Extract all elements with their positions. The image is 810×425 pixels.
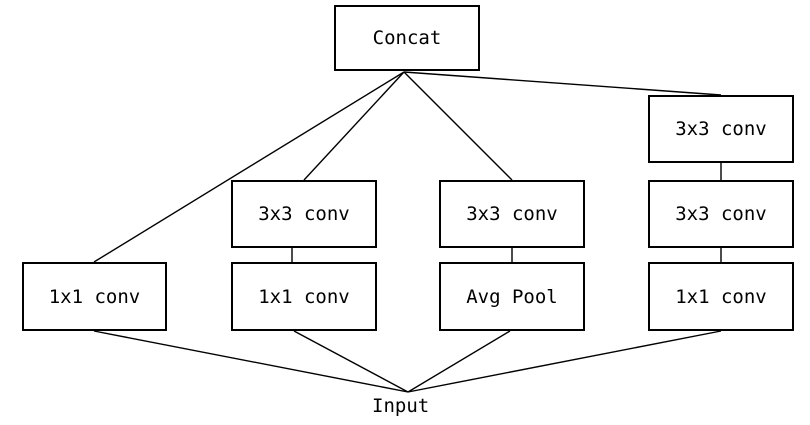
branch2-conv3x3-node: 3x3 conv bbox=[231, 180, 377, 248]
branch4-conv1x1-node: 1x1 conv bbox=[648, 262, 794, 331]
branch4-conv3x3-upper-node: 3x3 conv bbox=[648, 95, 794, 163]
branch2-conv1x1-node: 1x1 conv bbox=[231, 262, 377, 331]
branch3-conv3x3-node: 3x3 conv bbox=[439, 180, 585, 248]
branch3-avgpool-node: Avg Pool bbox=[439, 262, 585, 331]
edge-concat-branch2 bbox=[303, 71, 405, 181]
edge-input-branch2 bbox=[293, 330, 409, 393]
input-label: Input bbox=[372, 395, 430, 417]
branch4-conv3x3-lower-node: 3x3 conv bbox=[648, 180, 794, 248]
branch1-conv1x1-node: 1x1 conv bbox=[22, 262, 167, 331]
edge-input-branch1 bbox=[93, 330, 409, 393]
edge-concat-branch3 bbox=[403, 71, 513, 181]
edge-concat-branch1 bbox=[93, 71, 405, 263]
edge-input-branch3 bbox=[407, 330, 511, 393]
concat-node: Concat bbox=[334, 5, 480, 71]
edge-concat-branch4 bbox=[403, 71, 722, 96]
edge-input-branch4 bbox=[407, 330, 722, 393]
